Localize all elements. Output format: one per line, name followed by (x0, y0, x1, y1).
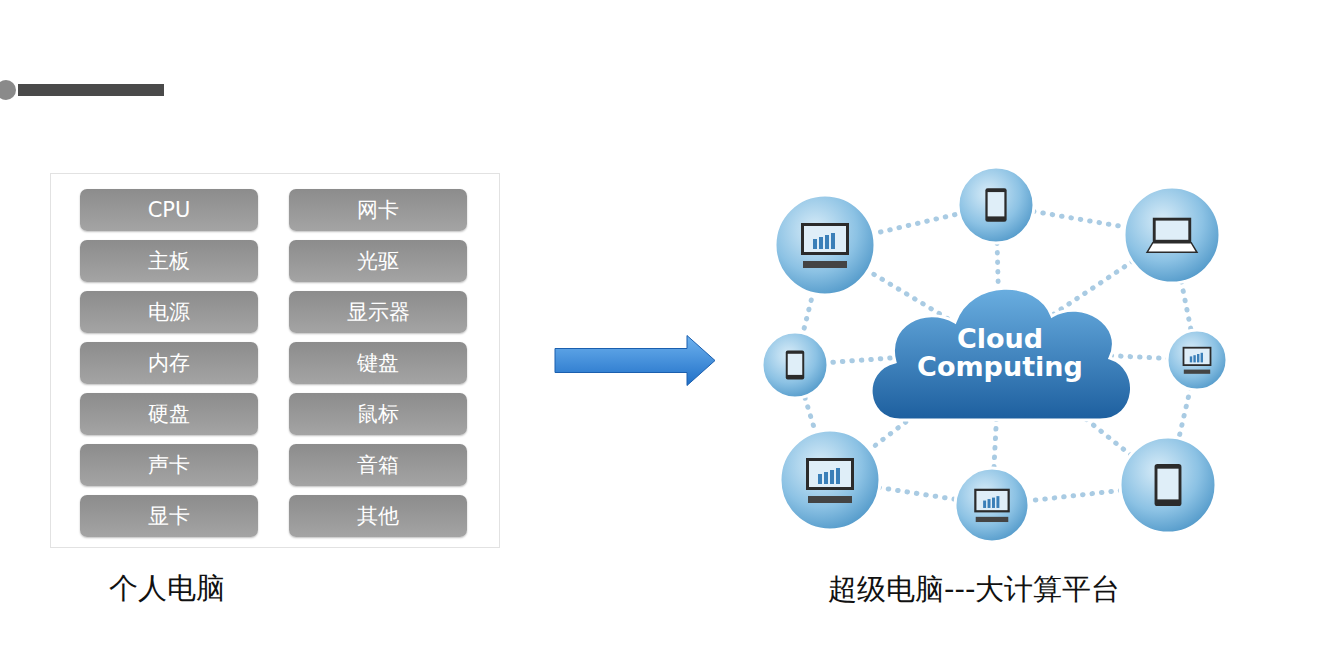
device-ball (1167, 330, 1227, 390)
device-ball (1120, 437, 1216, 533)
node-label: 显卡 (148, 502, 190, 530)
node-label: 主板 (148, 247, 190, 275)
component-box: 键盘 (289, 342, 467, 384)
bar-cap (0, 80, 16, 100)
component-box: 显示器 (289, 291, 467, 333)
node-label: 鼠标 (357, 400, 399, 428)
component-box: 光驱 (289, 240, 467, 282)
node-label: Cloud Computing (910, 325, 1090, 382)
node-label: 其他 (357, 502, 399, 530)
component-box: 鼠标 (289, 393, 467, 435)
node-label: 硬盘 (148, 400, 190, 428)
caption: 个人电脑 (109, 569, 225, 609)
device-icons (762, 167, 1227, 542)
device-ball (780, 430, 880, 530)
component-box: 内存 (80, 342, 258, 384)
component-box: 电源 (80, 291, 258, 333)
node-label: 声卡 (148, 451, 190, 479)
node-label: 网卡 (357, 196, 399, 224)
component-box: 显卡 (80, 495, 258, 537)
device-ball (775, 195, 875, 295)
device-ball (958, 167, 1034, 243)
node-label: 键盘 (357, 349, 399, 377)
component-panel: 个人电脑CPU网卡主板光驱电源显示器内存键盘硬盘鼠标声卡音箱显卡其他 (50, 173, 500, 548)
device-ball (762, 332, 828, 398)
node-label: 显示器 (347, 298, 410, 326)
caption: 超级电脑---大计算平台 (828, 570, 1120, 610)
component-box: 音箱 (289, 444, 467, 486)
device-ball (955, 468, 1029, 542)
cloud-platform: 超级电脑---大计算平台Cloud Computing (760, 170, 1230, 545)
component-box: 网卡 (289, 189, 467, 231)
node-label: CPU (148, 198, 191, 222)
component-box: 声卡 (80, 444, 258, 486)
block-arrow (555, 336, 715, 386)
component-box: 其他 (289, 495, 467, 537)
component-box: CPU (80, 189, 258, 231)
node-label: 光驱 (357, 247, 399, 275)
cloud-shape: Cloud Computing (860, 270, 1140, 430)
header-bar (18, 84, 164, 96)
node-label: 电源 (148, 298, 190, 326)
component-box: 硬盘 (80, 393, 258, 435)
node-label: 音箱 (357, 451, 399, 479)
device-ball (1124, 187, 1220, 283)
node-label: 内存 (148, 349, 190, 377)
component-box: 主板 (80, 240, 258, 282)
